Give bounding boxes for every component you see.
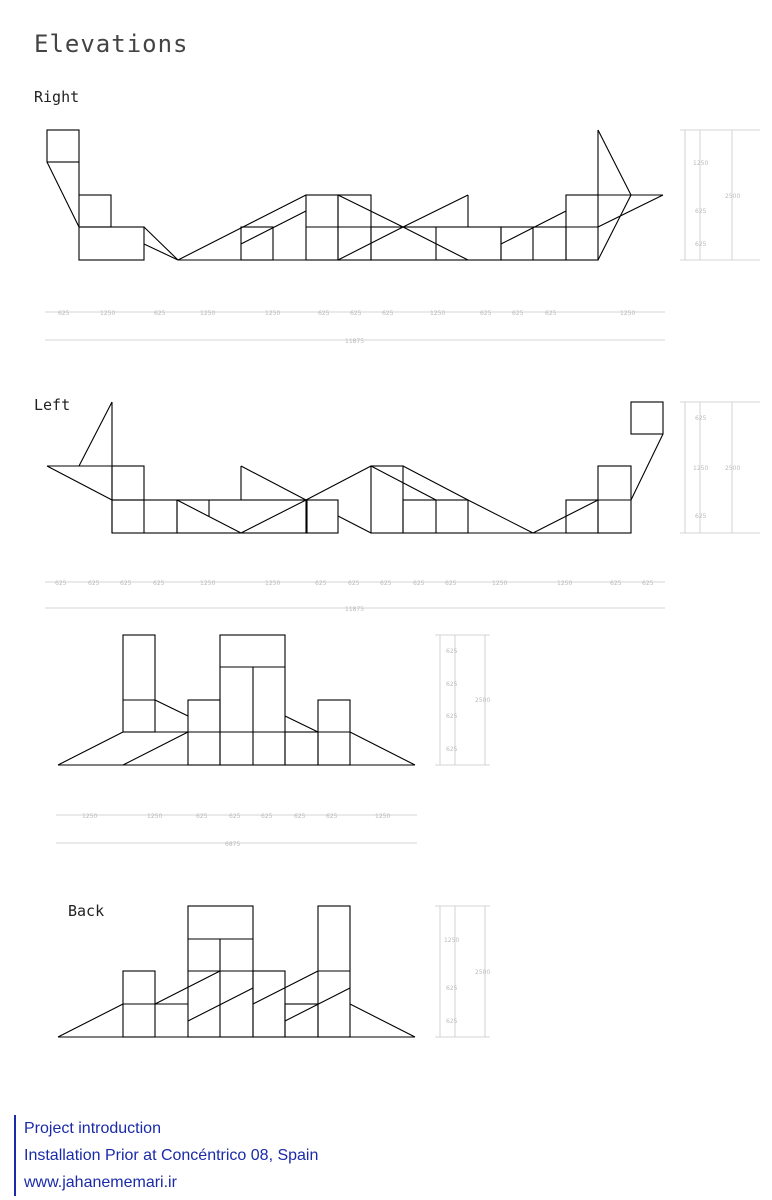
- dim-label: 625: [294, 813, 306, 820]
- dim-label: 625: [315, 580, 327, 587]
- view-label-back: Back: [68, 902, 105, 920]
- dim-label: 625: [58, 310, 70, 317]
- view-label-right: Right: [34, 88, 80, 106]
- dim-label: 1250: [265, 580, 280, 587]
- dim-label: 625: [610, 580, 622, 587]
- dim-label: 625: [445, 580, 457, 587]
- dim-label: 1250: [693, 160, 708, 167]
- dim-label: 625: [446, 1018, 458, 1025]
- dim-total: 11875: [345, 606, 364, 613]
- dim-label: 625: [154, 310, 166, 317]
- dim-label: 1250: [557, 580, 572, 587]
- caption-line-website: www.jahanememari.ir: [24, 1174, 177, 1191]
- dim-label: 625: [348, 580, 360, 587]
- dim-label: 625: [695, 513, 707, 520]
- view-label-left: Left: [34, 396, 71, 414]
- dim-label: 1250: [200, 310, 215, 317]
- back-elevation: [57, 905, 416, 1038]
- dim-label: 625: [446, 681, 458, 688]
- caption-line-project: Installation Prior at Concéntrico 08, Sp…: [24, 1147, 319, 1164]
- dimension-lines: [45, 129, 760, 1038]
- left-elevation: [46, 401, 664, 534]
- dim-label: 1250: [444, 937, 459, 944]
- dim-label: 625: [153, 580, 165, 587]
- dim-label: 625: [446, 713, 458, 720]
- dim-label: 625: [350, 310, 362, 317]
- dim-label: 625: [446, 746, 458, 753]
- dim-label: 625: [261, 813, 273, 820]
- right-elevation: [46, 129, 664, 261]
- dim-total: 6875: [225, 841, 240, 848]
- dim-label: 625: [318, 310, 330, 317]
- dim-label: 625: [120, 580, 132, 587]
- front-elevation: [57, 634, 416, 766]
- dim-total: 2500: [475, 697, 490, 704]
- dim-label: 625: [642, 580, 654, 587]
- dim-label: 1250: [375, 813, 390, 820]
- dim-label: 625: [695, 415, 707, 422]
- dim-label: 625: [229, 813, 241, 820]
- dim-label: 1250: [492, 580, 507, 587]
- dim-label: 1250: [100, 310, 115, 317]
- dim-label: 1250: [200, 580, 215, 587]
- dim-label: 625: [55, 580, 67, 587]
- dim-label: 625: [413, 580, 425, 587]
- dim-label: 1250: [430, 310, 445, 317]
- page-title: Elevations: [34, 30, 189, 58]
- dim-total: 2500: [725, 193, 740, 200]
- dim-total: 2500: [475, 969, 490, 976]
- dim-label: 625: [196, 813, 208, 820]
- dim-label: 625: [88, 580, 100, 587]
- dim-label: 625: [512, 310, 524, 317]
- dim-label: 1250: [265, 310, 280, 317]
- dim-total: 11875: [345, 338, 364, 345]
- dim-label: 625: [380, 580, 392, 587]
- dim-label: 625: [480, 310, 492, 317]
- dim-label: 625: [382, 310, 394, 317]
- dimension-labels: 625 1250 625 1250 1250 625 625 625 1250 …: [55, 160, 740, 1025]
- dim-total: 2500: [725, 465, 740, 472]
- dim-label: 625: [545, 310, 557, 317]
- dim-label: 625: [446, 985, 458, 992]
- dim-label: 625: [695, 241, 707, 248]
- dim-label: 1250: [82, 813, 97, 820]
- dim-label: 1250: [693, 465, 708, 472]
- dim-label: 625: [326, 813, 338, 820]
- dim-label: 1250: [620, 310, 635, 317]
- elevations-drawing: 625 1250 625 1250 1250 625 625 625 1250 …: [45, 129, 760, 1038]
- dim-label: 1250: [147, 813, 162, 820]
- dim-label: 625: [446, 648, 458, 655]
- caption-line-introduction: Project introduction: [24, 1120, 161, 1137]
- dim-label: 625: [695, 208, 707, 215]
- project-caption: Project introduction Installation Prior …: [14, 1115, 318, 1196]
